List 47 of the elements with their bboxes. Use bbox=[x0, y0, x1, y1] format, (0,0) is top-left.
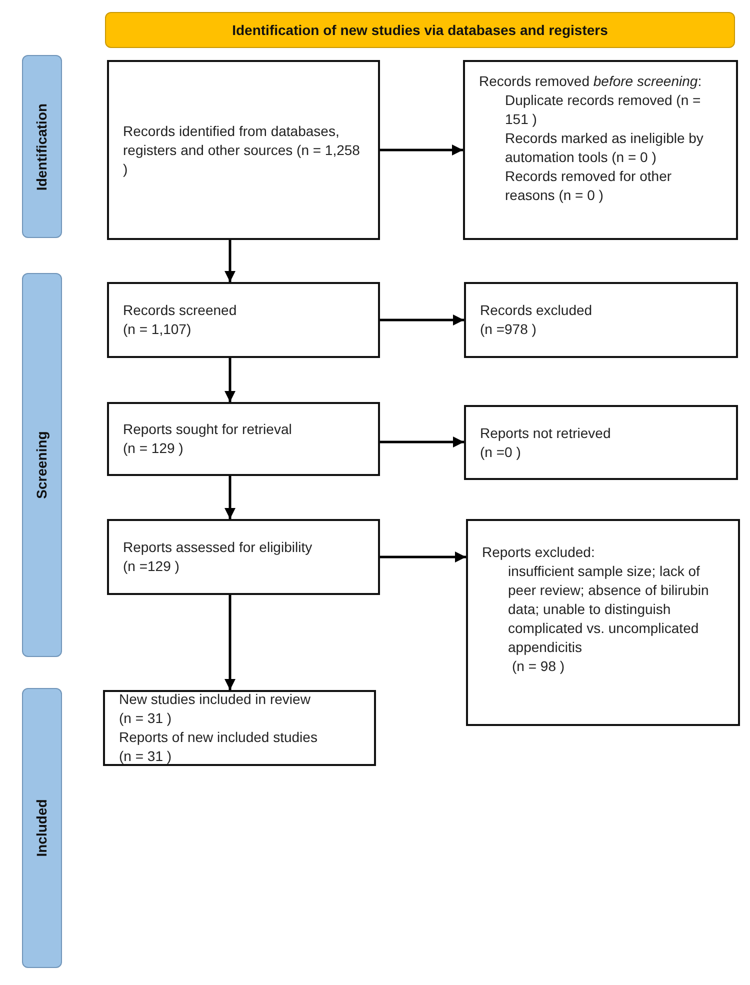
box-text: Records marked as ineligible by automation tools (n = 0 ) bbox=[505, 129, 704, 167]
box-text: (n = 31 ) bbox=[119, 709, 173, 728]
phase-label-bar bbox=[22, 273, 62, 657]
process-box bbox=[464, 282, 738, 358]
header-band bbox=[105, 12, 735, 48]
box-text: insufficient sample size; lack of peer review; absence of bilirubin data; unable to distinguish complicated vs. uncomplicated appendicitis bbox=[508, 562, 710, 657]
process-box bbox=[107, 282, 380, 358]
box-text: Duplicate records removed (n = 151 ) bbox=[505, 91, 702, 129]
arrow bbox=[224, 476, 236, 519]
box-text: Reports excluded: bbox=[482, 543, 596, 562]
phase-label: Included bbox=[32, 799, 50, 857]
process-box bbox=[107, 402, 380, 476]
arrow bbox=[380, 436, 464, 448]
box-text: New studies included in review bbox=[119, 690, 312, 709]
box-text: (n = 98 ) bbox=[512, 657, 566, 676]
box-text: Records removed for other reasons (n = 0 ) bbox=[505, 167, 673, 205]
box-text: Records screened bbox=[123, 301, 238, 320]
arrow bbox=[380, 314, 464, 326]
process-box bbox=[463, 60, 738, 240]
arrow bbox=[224, 358, 236, 402]
box-text: Reports assessed for eligibility bbox=[123, 538, 314, 557]
phase-label-bar bbox=[22, 688, 62, 968]
box-text: (n = 31 ) bbox=[119, 747, 173, 766]
process-box bbox=[107, 60, 380, 240]
phase-label-bar bbox=[22, 55, 62, 238]
process-box bbox=[103, 690, 376, 766]
section-heading: Identification of new studies via databases and registers bbox=[232, 20, 608, 40]
box-text: (n =129 ) bbox=[123, 557, 180, 576]
arrow bbox=[224, 595, 236, 690]
box-text: (n = 129 ) bbox=[123, 439, 184, 458]
phase-label: Screening bbox=[32, 431, 50, 499]
box-text: (n = 1,107) bbox=[123, 320, 192, 339]
process-box bbox=[107, 519, 380, 595]
box-text: (n =978 ) bbox=[480, 320, 538, 339]
arrow bbox=[380, 551, 466, 563]
box-text: Records identified from databases, registers and other sources (n = 1,258 ) bbox=[123, 122, 361, 178]
box-text: Reports not retrieved bbox=[480, 424, 612, 442]
phase-label: Identification bbox=[32, 102, 50, 190]
arrow bbox=[224, 240, 236, 282]
box-text: Reports of new included studies bbox=[119, 728, 318, 747]
box-text: Records excluded bbox=[480, 301, 594, 320]
box-text: (n =0 ) bbox=[480, 442, 522, 462]
arrow bbox=[380, 144, 463, 156]
box-text: Records removed before screening: bbox=[479, 72, 703, 91]
process-box bbox=[466, 519, 740, 726]
box-text: Reports sought for retrieval bbox=[123, 420, 293, 439]
process-box bbox=[464, 405, 738, 480]
